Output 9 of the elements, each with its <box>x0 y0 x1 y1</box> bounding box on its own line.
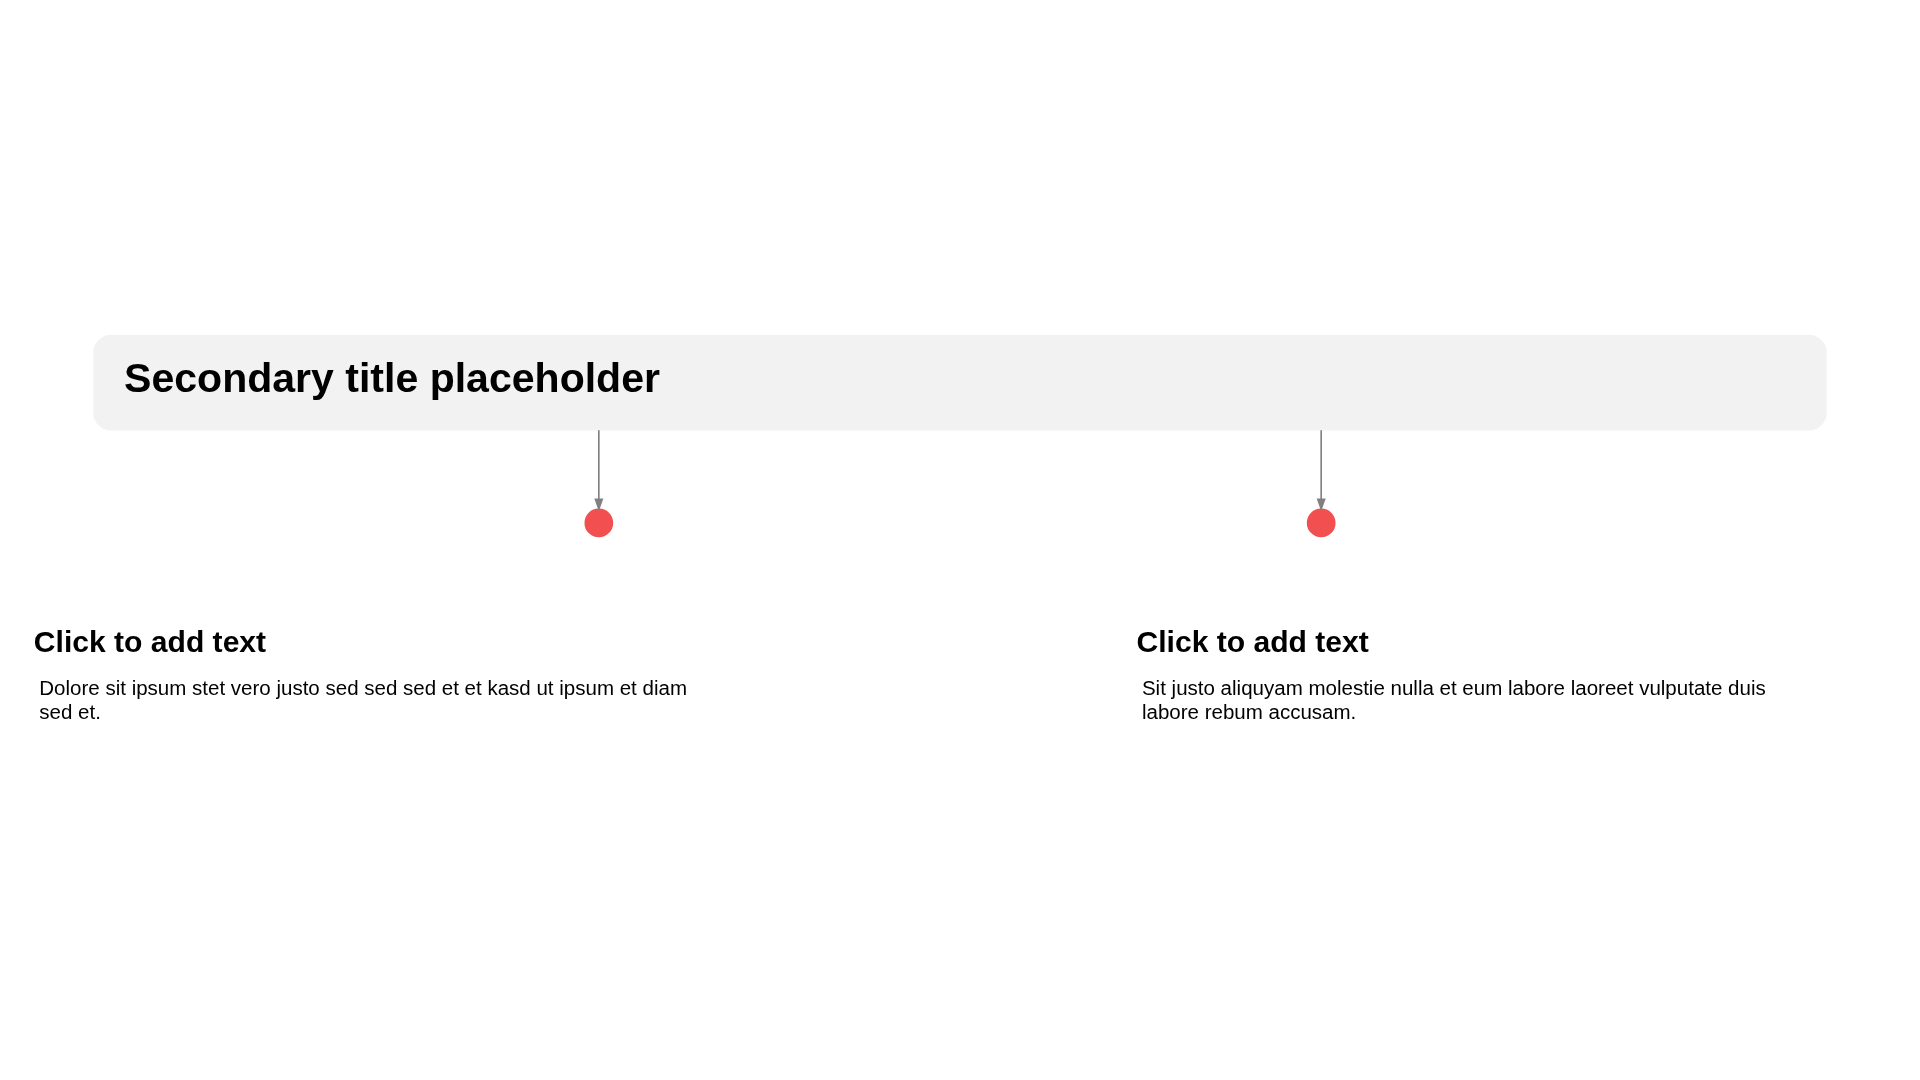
node-label: Dolore sit ipsum stet vero justo sed sed sed et et kasd ut ipsum et diam sed et. <box>39 676 687 723</box>
node-label: Click to add text <box>1136 625 1369 659</box>
node-label: Sit justo aliquyam molestie nulla et eum labore laoreet vulputate duis labore rebum accusam. <box>1141 676 1766 723</box>
node-circle <box>584 508 614 538</box>
arrow <box>594 429 604 512</box>
arrow <box>1316 429 1326 512</box>
node-label: Click to add text <box>33 625 267 659</box>
node-circle <box>1306 508 1336 538</box>
node-box: Secondary title placeholder <box>93 334 1827 431</box>
